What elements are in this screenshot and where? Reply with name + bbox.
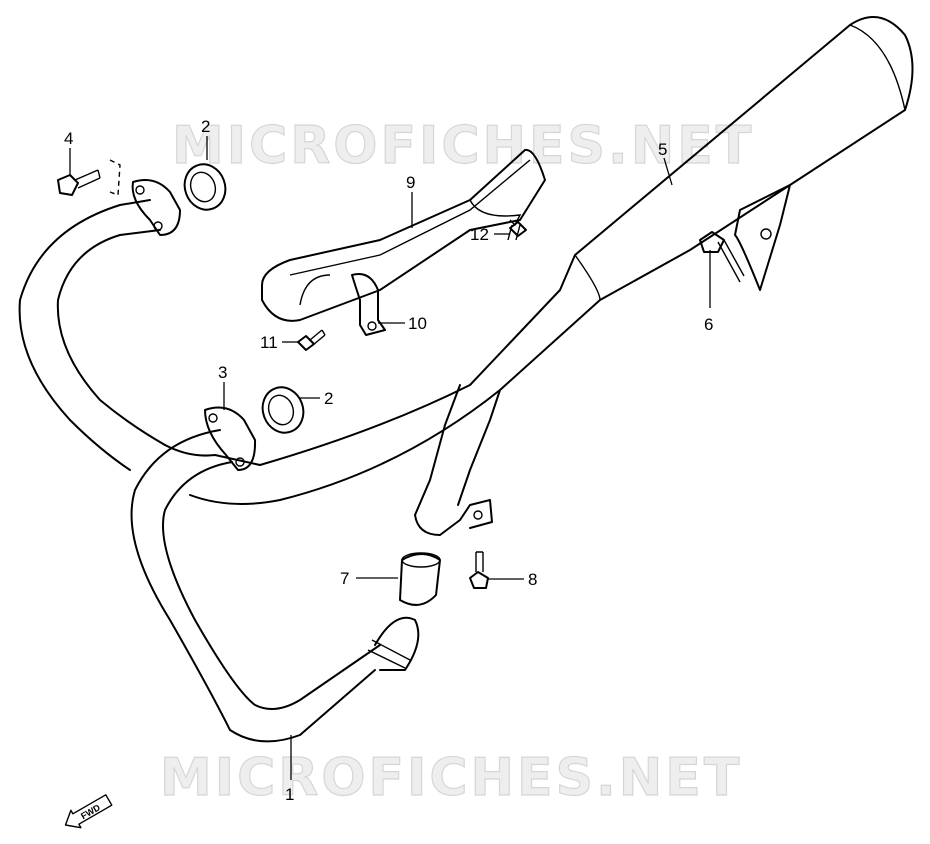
part-heat-shield[interactable] <box>261 148 546 322</box>
callout-4: 4 <box>64 129 73 175</box>
callout-6: 6 <box>704 250 713 334</box>
callout-10: 10 <box>378 314 427 333</box>
part-exhaust-pipe[interactable] <box>18 199 601 743</box>
svg-text:4: 4 <box>64 129 73 148</box>
svg-text:9: 9 <box>406 173 415 192</box>
svg-text:2: 2 <box>201 117 210 136</box>
svg-text:FWD: FWD <box>79 802 102 821</box>
callout-2-lower: 2 <box>300 389 333 408</box>
callout-11: 11 <box>260 333 298 352</box>
part-flange-upper[interactable] <box>131 179 181 236</box>
part-bolt-muffler[interactable] <box>699 231 745 283</box>
part-collector-joint[interactable] <box>414 384 501 536</box>
part-clamp[interactable] <box>351 273 386 336</box>
part-gasket-upper[interactable] <box>178 159 231 216</box>
callout-9: 9 <box>406 173 415 228</box>
part-flange-lower[interactable] <box>204 406 257 471</box>
svg-text:3: 3 <box>218 363 227 382</box>
part-gasket-lower[interactable] <box>256 382 309 439</box>
part-sleeve[interactable] <box>399 552 441 606</box>
svg-text:8: 8 <box>528 570 537 589</box>
svg-text:1: 1 <box>285 785 294 804</box>
svg-text:10: 10 <box>408 314 427 333</box>
callout-3: 3 <box>218 363 227 410</box>
callout-12: 12 <box>470 225 510 244</box>
fwd-direction-badge: FWD <box>64 794 113 829</box>
callout-8: 8 <box>488 570 537 589</box>
svg-text:7: 7 <box>340 569 349 588</box>
part-muffler[interactable] <box>559 16 914 301</box>
watermark-top: MICROFICHES.NET <box>172 116 754 176</box>
part-screw-12[interactable] <box>507 221 527 241</box>
svg-text:6: 6 <box>704 315 713 334</box>
part-bolt-8[interactable] <box>469 551 489 589</box>
svg-text:12: 12 <box>470 225 489 244</box>
part-bolt-flange[interactable] <box>57 159 121 196</box>
svg-text:5: 5 <box>658 140 667 159</box>
watermark-bottom: MICROFICHES.NET <box>160 748 742 808</box>
callout-2-upper: 2 <box>201 117 210 160</box>
callout-5: 5 <box>658 140 673 186</box>
svg-text:2: 2 <box>324 389 333 408</box>
callout-7: 7 <box>340 569 398 588</box>
part-screw-11[interactable] <box>297 329 326 351</box>
callout-1: 1 <box>285 735 294 804</box>
svg-text:11: 11 <box>260 333 278 352</box>
